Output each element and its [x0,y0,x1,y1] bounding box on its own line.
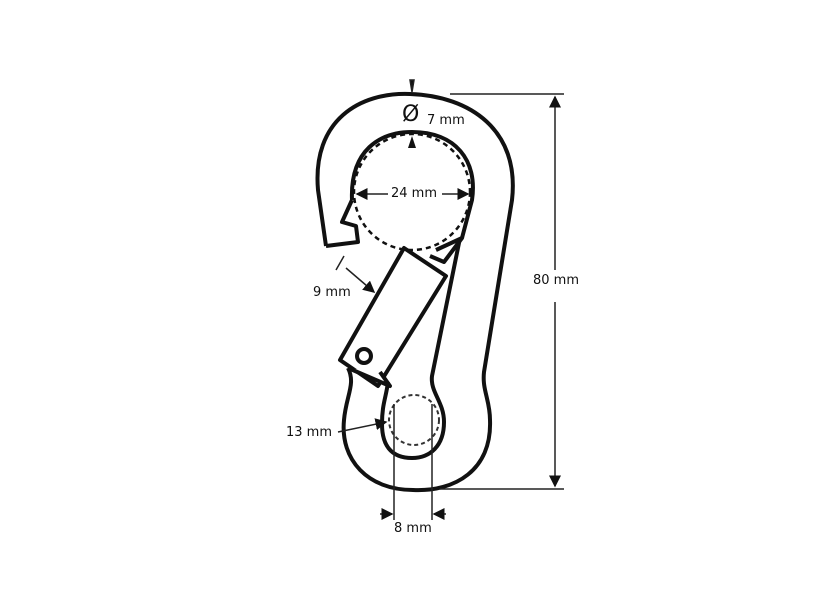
inner-opening-label: 24 mm [391,186,438,201]
dimension-lines [335,79,564,520]
wire-diameter-label: 7 mm [427,113,465,128]
eye-width-label: 8 mm [394,521,432,536]
carabiner-body [315,91,515,493]
eye-diameter-label: 13 mm [286,425,333,440]
gate [338,236,464,388]
eye-circle [388,394,440,446]
total-length-label: 80 mm [533,273,580,288]
diameter-symbol: Ø [402,102,420,127]
gate-width-label: 9 mm [313,285,351,300]
inner-opening-circle [352,132,472,252]
